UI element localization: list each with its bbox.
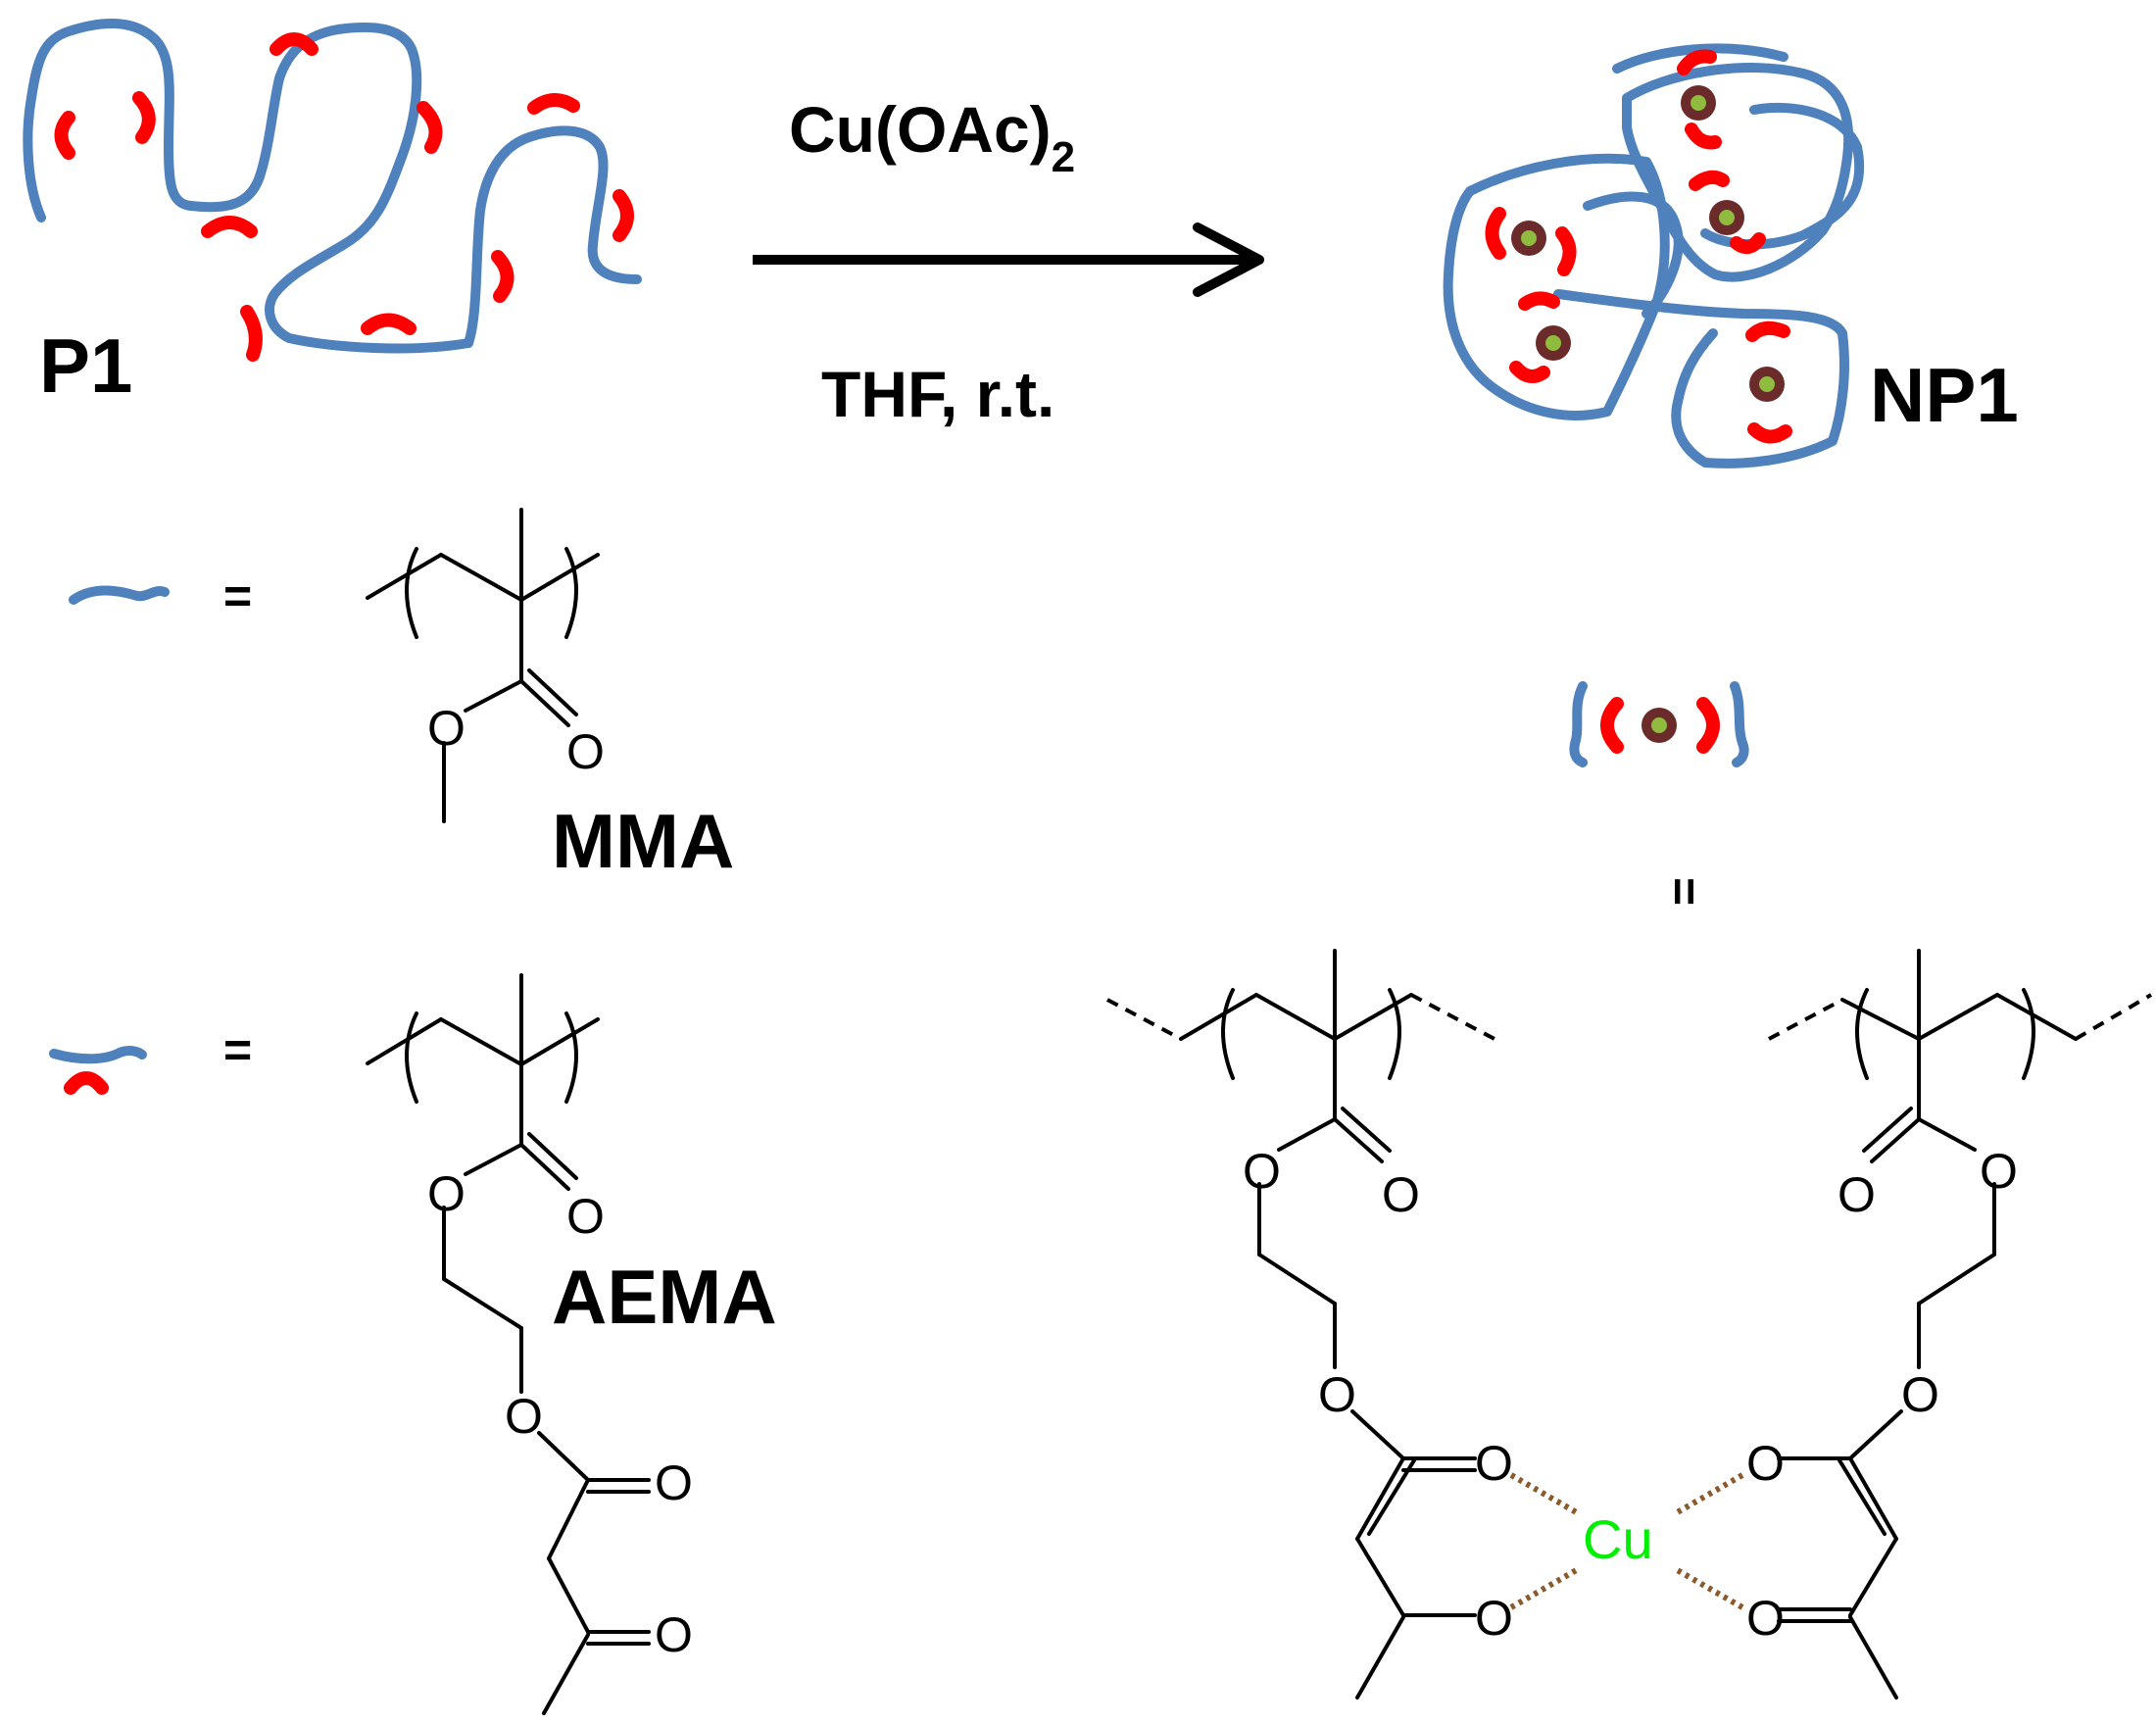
aema-ketone-oxygen: O [655,1607,693,1662]
p1-polymer-cartoon [23,19,642,362]
cu-complex-structure [1106,949,2153,1700]
aema-acac-carbonyl-oxygen: O [655,1455,693,1510]
crosslink-legend-icon [1569,681,1749,767]
complex-right-carbonyl-oxygen: O [1838,1167,1876,1222]
np1-label: NP1 [1870,352,2019,438]
aema-chain-legend-icon [49,1046,147,1095]
reagent-label: Cu(OAc)2 [789,93,1075,181]
complex-right-coordinating-oxygen-bottom: O [1746,1591,1785,1646]
aema-acac-ester-oxygen: O [505,1389,543,1444]
complex-left-coordinating-oxygen-top: O [1475,1436,1513,1491]
complex-right-acac-ester-oxygen: O [1901,1367,1939,1422]
mma-equals-sign: = [223,568,252,623]
aema-structure [366,973,651,1715]
copper-center-label: Cu [1583,1508,1653,1570]
complex-left-ester-oxygen: O [1243,1144,1281,1199]
complex-right-ester-oxygen: O [1980,1144,2018,1199]
aema-equals-sign: = [223,1022,252,1077]
mma-structure [366,508,600,823]
reaction-arrow [753,222,1264,297]
conditions-label: THF, r.t. [821,358,1054,430]
aema-carbonyl-oxygen: O [566,1189,605,1244]
mma-ester-oxygen: O [427,701,466,756]
complex-right-coordinating-oxygen-top: O [1746,1436,1785,1491]
aema-label: AEMA [552,1254,777,1340]
mma-carbonyl-oxygen: O [566,724,605,779]
crosslink-equals-sign: = [1657,877,1712,906]
np1-nanoparticle-cartoon [1443,43,1865,468]
complex-left-acac-ester-oxygen: O [1318,1367,1356,1422]
mma-label: MMA [552,798,734,884]
complex-left-coordinating-oxygen-bottom: O [1475,1591,1513,1646]
mma-chain-legend-icon [69,585,170,605]
p1-label: P1 [39,322,132,409]
aema-ester-oxygen: O [427,1166,466,1221]
complex-left-carbonyl-oxygen: O [1382,1167,1420,1222]
